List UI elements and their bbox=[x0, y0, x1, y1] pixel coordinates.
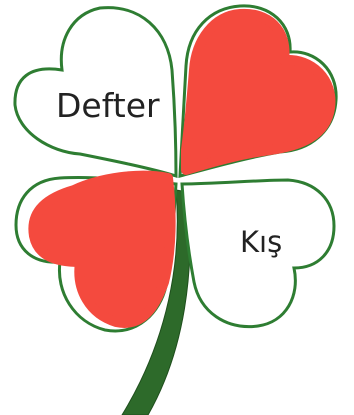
leaf-label-kis: Kış bbox=[240, 225, 282, 259]
leaf-bottom-left-paint bbox=[33, 176, 170, 323]
leaf-top-right-paint bbox=[186, 14, 330, 170]
leaf-label-defter: Defter bbox=[56, 86, 160, 125]
